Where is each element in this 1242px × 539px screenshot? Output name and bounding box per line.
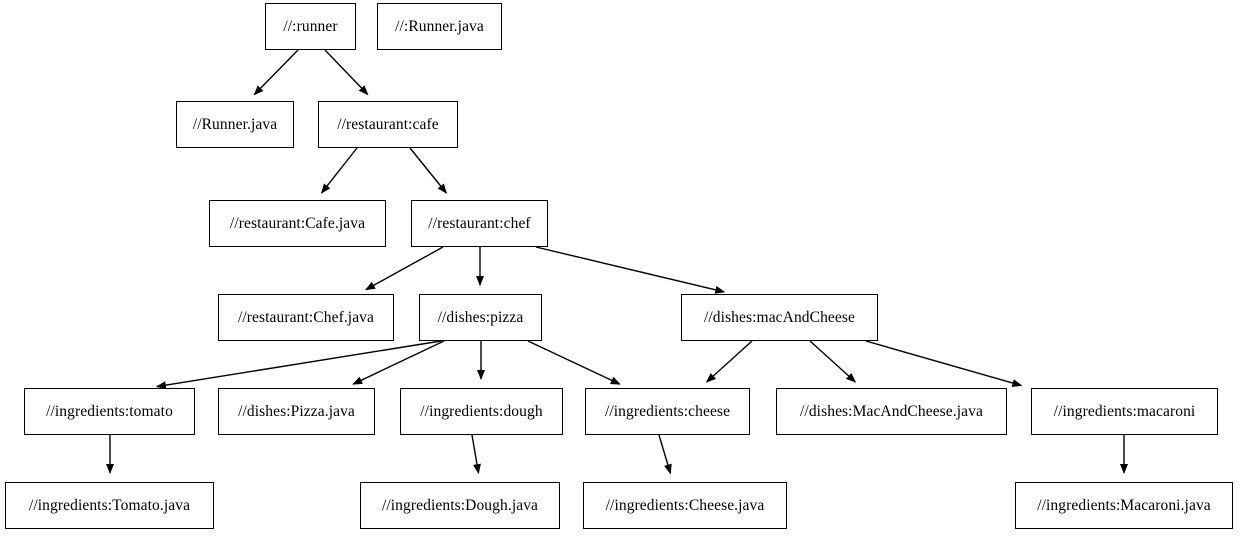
graph-node-cafe_java[interactable]: //restaurant:Cafe.java [209,200,386,247]
graph-edge-dishes_pizza-to-pizza_java [352,340,445,385]
graph-edge-dishes_mac-to-ing_macaroni [865,340,1023,387]
graph-node-label: //restaurant:cafe [337,115,439,133]
graph-edge-ing_cheese-to-cheese_java [658,434,672,475]
graph-node-label: //:Runner.java [395,17,484,35]
graph-node-label: //ingredients:macaroni [1053,402,1196,420]
graph-node-label: //ingredients:dough [420,402,543,420]
graph-edge-restaurant_cafe-to-restaurant_chef [409,147,447,194]
graph-node-label: //restaurant:Chef.java [237,308,375,326]
graph-edge-restaurant_cafe-to-cafe_java [320,147,358,194]
graph-node-pizza_java[interactable]: //dishes:Pizza.java [218,388,375,435]
graph-node-label: //ingredients:Dough.java [381,496,539,514]
graph-node-label: //restaurant:chef [428,214,531,232]
graph-node-dishes_mac[interactable]: //dishes:macAndCheese [681,294,878,341]
graph-node-mac_java[interactable]: //dishes:MacAndCheese.java [776,388,1007,435]
graph-node-dough_java[interactable]: //ingredients:Dough.java [360,482,560,529]
graph-node-ing_macaroni[interactable]: //ingredients:macaroni [1031,388,1218,435]
graph-node-cheese_java[interactable]: //ingredients:Cheese.java [583,482,787,529]
graph-node-dishes_pizza[interactable]: //dishes:pizza [419,294,542,341]
graph-edge-restaurant_chef-to-chef_java [365,246,444,291]
graph-node-label: //Runner.java [192,115,278,133]
graph-node-label: //ingredients:Cheese.java [605,496,765,514]
graph-node-label: //dishes:Pizza.java [238,402,355,420]
graph-node-runner_java[interactable]: //Runner.java [176,101,294,148]
graph-node-label: //ingredients:Tomato.java [28,496,191,514]
graph-node-macaroni_java[interactable]: //ingredients:Macaroni.java [1015,482,1233,529]
graph-node-label: //ingredients:tomato [46,402,173,420]
graph-node-root_runner_java[interactable]: //:Runner.java [377,3,502,50]
graph-edge-dishes_pizza-to-ing_tomato [155,340,442,390]
graph-edge-runner-to-restaurant_cafe [324,49,369,96]
graph-edge-dishes_mac-to-mac_java [809,340,857,383]
graph-node-label: //dishes:MacAndCheese.java [800,402,983,420]
graph-node-label: //ingredients:Macaroni.java [1037,496,1211,514]
graph-node-ing_cheese[interactable]: //ingredients:cheese [585,388,750,435]
graph-node-label: //dishes:pizza [437,308,524,326]
graph-node-chef_java[interactable]: //restaurant:Chef.java [218,294,394,341]
graph-edge-runner-to-runner_java [253,49,299,96]
graph-node-restaurant_chef[interactable]: //restaurant:chef [411,200,548,247]
graph-node-label: //restaurant:Cafe.java [229,214,366,232]
graph-edge-ing_dough-to-dough_java [471,434,481,475]
graph-edge-dishes_mac-to-ing_cheese [705,340,753,383]
graph-node-ing_dough[interactable]: //ingredients:dough [400,388,563,435]
graph-edge-restaurant_chef-to-dishes_mac [535,246,726,294]
graph-edge-dishes_pizza-to-ing_cheese [527,340,621,385]
graph-node-restaurant_cafe[interactable]: //restaurant:cafe [318,101,458,148]
graph-node-label: //:runner [283,17,338,35]
graph-node-ing_tomato[interactable]: //ingredients:tomato [24,388,195,435]
graph-node-label: //ingredients:cheese [604,402,731,420]
graph-node-tomato_java[interactable]: //ingredients:Tomato.java [5,482,214,529]
graph-node-label: //dishes:macAndCheese [703,308,856,326]
graph-node-runner[interactable]: //:runner [265,3,356,50]
